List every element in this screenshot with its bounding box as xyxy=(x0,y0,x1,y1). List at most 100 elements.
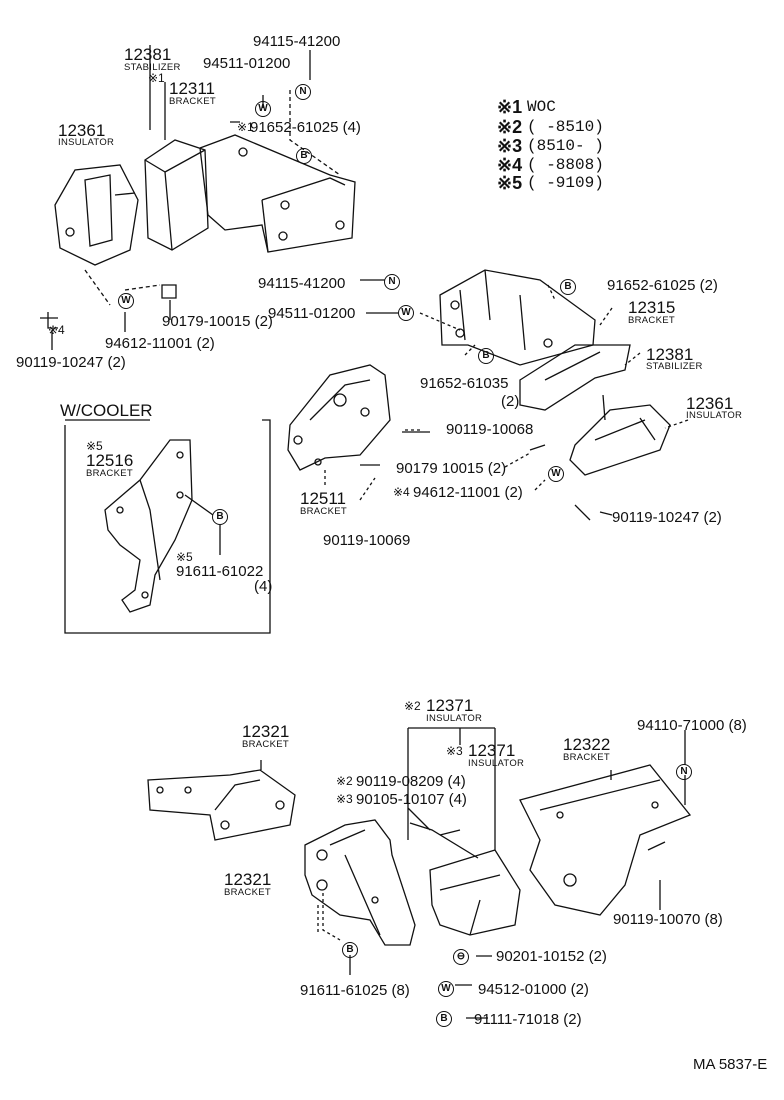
legend-text-1: WOC xyxy=(527,98,556,116)
bolt-10068-number: 90119-10068 xyxy=(446,421,534,438)
washer-symbol: W xyxy=(255,101,271,117)
bottom-bolt-symbol-2: B xyxy=(436,1011,452,1027)
right-bolt-b-number: 91652-61035 xyxy=(420,375,509,392)
bottom-bolt-number-2: 91111-71018 (2) xyxy=(474,1011,582,1028)
bolt-10107-mark: ※3 xyxy=(336,792,353,806)
bottom-hardware-drawing xyxy=(439,829,666,851)
legend-mark-2: ※2 xyxy=(497,117,523,137)
bolt-part-number: 91652-61025 (4) xyxy=(250,119,361,136)
legend-mark-5: ※5 xyxy=(497,173,523,193)
right-washer-94612-number: 94612-11001 (2) xyxy=(413,484,523,501)
nut-10152-number: 90201-10152 (2) xyxy=(496,948,607,965)
stabilizer-name: STABILIZER xyxy=(124,62,181,73)
nut-part-number: 94115-41200 xyxy=(253,33,341,50)
bottom-bracket-b-number: 12321 xyxy=(224,870,272,889)
top-left-stabilizer-drawing xyxy=(144,139,209,251)
right-stabilizer-number: 12381 xyxy=(646,345,694,364)
right-bolt-10247-number: 90119-10247 (2) xyxy=(612,509,722,526)
bracket-mark: ※1 xyxy=(148,71,165,85)
nut-symbol: N xyxy=(295,84,311,100)
bottom-washer-symbol: W xyxy=(438,981,454,997)
cooler-bracket-drawing xyxy=(104,439,193,613)
legend-mark-1: ※1 xyxy=(497,97,523,117)
right-bolt-symbol: B xyxy=(560,279,576,295)
bolt-10070-number: 90119-10070 (8) xyxy=(613,911,723,928)
right-dashed-leaders xyxy=(324,284,689,501)
bottom-bolt-symbol: B xyxy=(342,942,358,958)
top-left-bracket-drawing xyxy=(199,134,356,253)
bolt-08209-number: 90119-08209 (4) xyxy=(356,773,466,790)
cooler-bolt-symbol: B xyxy=(212,509,228,525)
bracket-12511-name: BRACKET xyxy=(300,506,347,517)
right-washer-symbol-lower: W xyxy=(548,466,564,482)
washer-94612-number: 94612-11001 (2) xyxy=(105,335,215,352)
bracket-part-number: 12311 xyxy=(169,79,216,98)
cooler-bolt-mark: ※5 xyxy=(176,550,193,564)
insulator-b-number: 12371 xyxy=(468,741,516,760)
bottom-bracket-a-number: 12321 xyxy=(242,722,290,741)
bottom-leaders xyxy=(260,727,686,975)
washer-mark: ※4 xyxy=(48,323,65,337)
right-hardware-drawing xyxy=(360,279,613,521)
cooler-bracket-name: BRACKET xyxy=(86,468,133,479)
bracket-12511-number: 12511 xyxy=(300,489,347,508)
bottom-bracket-a-name: BRACKET xyxy=(242,739,289,750)
dashed-leader xyxy=(84,269,111,306)
cooler-bracket-mark: ※5 xyxy=(86,439,103,453)
bottom-bracket-b-name: BRACKET xyxy=(224,887,271,898)
dashed-leader xyxy=(124,284,161,291)
top-left-insulator-drawing xyxy=(54,164,139,266)
cooler-frame xyxy=(64,419,271,634)
right-washer-mark: ※4 xyxy=(393,485,410,499)
bolt-symbol: B xyxy=(296,148,312,164)
nut-90179-number: 90179-10015 (2) xyxy=(162,313,273,330)
bottom-legend-leaders xyxy=(455,955,492,1019)
nut-10152-symbol: ⊖ xyxy=(453,949,469,965)
legend-text-3: (8510- ) xyxy=(527,137,604,155)
washer-symbol-lower: W xyxy=(118,293,134,309)
right-nut-number: 94115-41200 xyxy=(258,275,346,292)
right-bracket-number: 12315 xyxy=(628,298,676,317)
right-insulator-drawing xyxy=(569,394,671,476)
bottom-bracket-12321-b-drawing xyxy=(304,819,416,946)
legend-text-2: ( -8510) xyxy=(527,118,604,136)
bottom-bracket-12321-a-drawing xyxy=(147,769,296,841)
insulator-b-name: INSULATOR xyxy=(468,758,525,769)
bracket-name: BRACKET xyxy=(169,96,216,107)
legend-mark-3: ※3 xyxy=(497,136,523,156)
bolt-90119-number: 90119-10247 (2) xyxy=(16,354,126,371)
legend-text-5: ( -9109) xyxy=(527,174,604,192)
washer-part-number: 94511-01200 xyxy=(203,55,291,72)
right-nut-10015-number: 90179 10015 (2) xyxy=(396,460,507,477)
cooler-bolt-number: 91611-61022 xyxy=(176,563,264,580)
bolt-10069-number: 90119-10069 xyxy=(323,532,411,549)
top-nut-drawing xyxy=(161,284,177,299)
bracket-12322-number: 12322 xyxy=(563,735,611,754)
right-nut-symbol: N xyxy=(384,274,400,290)
bracket-12322-name: BRACKET xyxy=(563,752,610,763)
bolt-mark: ※1 xyxy=(237,120,254,134)
right-stabilizer-drawing xyxy=(519,344,631,411)
bottom-bracket-12322-drawing xyxy=(519,764,692,916)
right-insulator-number: 12361 xyxy=(686,394,734,413)
insulator-a-number: 12371 xyxy=(426,696,474,715)
right-bolt-b-qty: (2) xyxy=(501,393,520,410)
dashed-leader xyxy=(289,90,341,176)
cooler-bracket-number: 12516 xyxy=(86,451,134,470)
bottom-nut-symbol: N xyxy=(676,764,692,780)
right-insulator-name: INSULATOR xyxy=(686,410,743,421)
right-washer-number: 94511-01200 xyxy=(268,305,356,322)
insulator-b-mark: ※3 xyxy=(446,744,463,758)
right-bracket-name: BRACKET xyxy=(628,315,675,326)
insulator-part-number: 12361 xyxy=(58,121,106,140)
legend-mark-4: ※4 xyxy=(497,155,523,175)
right-stabilizer-name: STABILIZER xyxy=(646,361,703,372)
bottom-nut-number: 94110-71000 (8) xyxy=(637,717,747,734)
insulator-a-mark: ※2 xyxy=(404,699,421,713)
insulator-name: INSULATOR xyxy=(58,137,115,148)
insulator-a-name: INSULATOR xyxy=(426,713,483,724)
legend-text-4: ( -8808) xyxy=(527,156,604,174)
cooler-leader xyxy=(184,494,221,555)
right-bolt-top-number: 91652-61025 (2) xyxy=(607,277,718,294)
